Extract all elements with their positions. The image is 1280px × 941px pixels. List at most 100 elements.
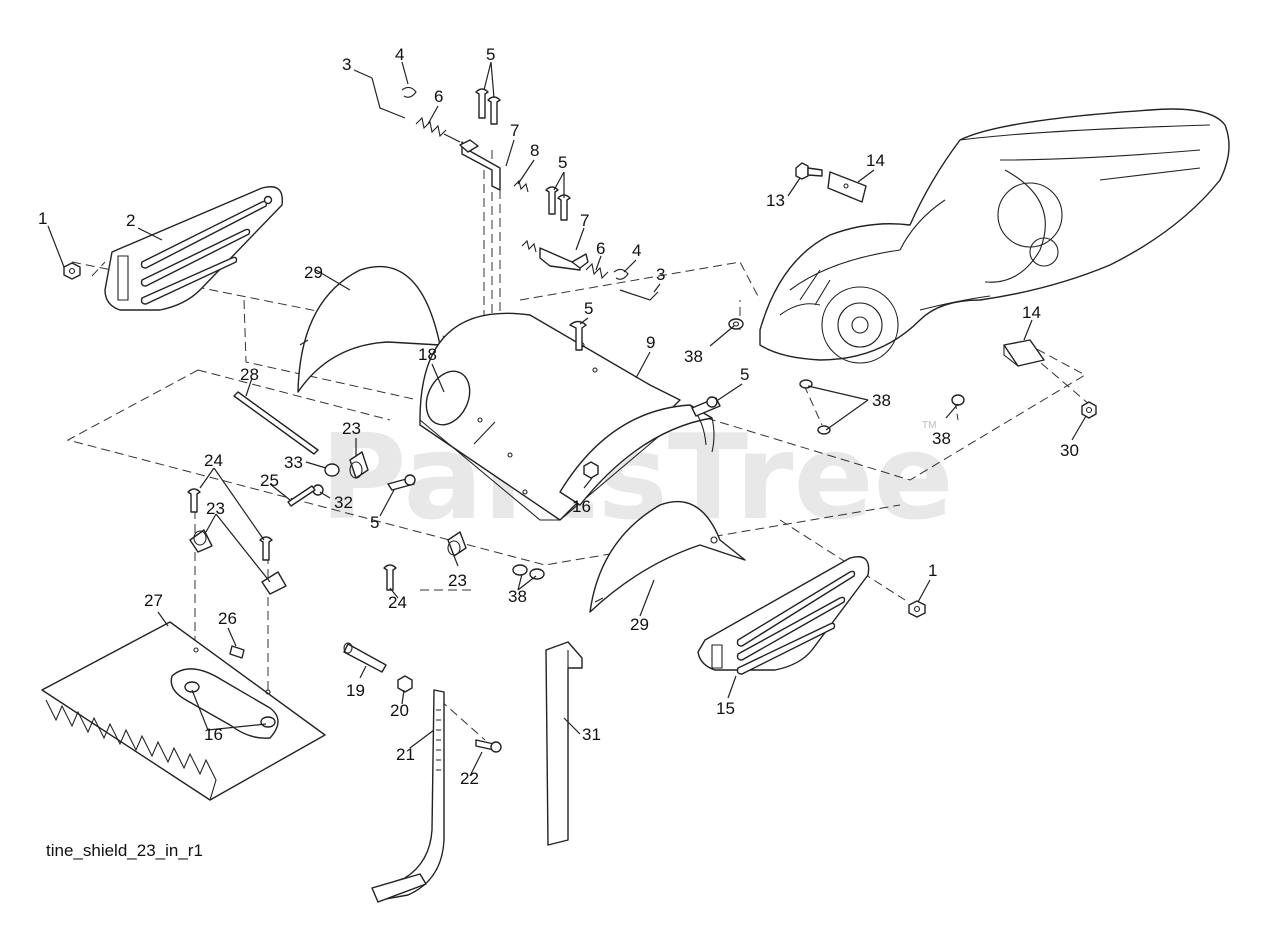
callout-5: 5 (370, 513, 379, 532)
clip-4-right (613, 268, 629, 280)
carriage-bolt-24-a (187, 488, 201, 513)
depth-bar-21 (371, 689, 445, 903)
washer-38-a (728, 318, 744, 330)
washer-38-c (817, 425, 831, 435)
callout-5: 5 (558, 153, 567, 172)
callout-26: 26 (218, 609, 237, 628)
hex-nut-left (63, 262, 81, 280)
callout-23: 23 (448, 571, 467, 590)
bolt-13 (795, 162, 823, 180)
callout-33: 33 (284, 453, 303, 472)
spring-6-left (415, 116, 461, 143)
washers-38-lower (512, 564, 545, 580)
callout-22: 22 (460, 769, 479, 788)
callout-3: 3 (656, 265, 665, 284)
carriage-bolt-5-top (475, 88, 501, 125)
callout-23: 23 (342, 419, 361, 438)
callout-27: 27 (144, 591, 163, 610)
leader-lines (47, 61, 1087, 777)
rod-3-left (371, 77, 406, 119)
callout-38: 38 (872, 391, 891, 410)
watermark-trademark: TM (922, 420, 936, 431)
callout-1: 1 (38, 209, 47, 228)
callout-8: 8 (530, 141, 539, 160)
callout-15: 15 (716, 699, 735, 718)
hex-nut-right (908, 600, 926, 618)
pin-19 (343, 642, 387, 673)
callout-7: 7 (510, 121, 519, 140)
carriage-bolt-5-hood (569, 320, 587, 351)
callout-6: 6 (434, 87, 443, 106)
callout-21: 21 (396, 745, 415, 764)
pin-25 (287, 485, 316, 507)
callout-labels: 1 2 3 4 5 6 7 8 5 7 6 4 3 5 9 5 13 14 14… (38, 45, 1079, 788)
callout-13: 13 (766, 191, 785, 210)
callout-31: 31 (582, 725, 601, 744)
callout-6: 6 (596, 239, 605, 258)
washer-33 (324, 463, 340, 477)
diagram-caption: tine_shield_23_in_r1 (46, 841, 203, 860)
nut-16-hood (583, 461, 599, 479)
spring-6-right (585, 262, 609, 280)
callout-23: 23 (206, 499, 225, 518)
post-31 (545, 641, 583, 846)
rod-28 (233, 391, 319, 455)
callout-5: 5 (486, 45, 495, 64)
callout-5: 5 (584, 299, 593, 318)
callout-4: 4 (395, 45, 404, 64)
callout-29: 29 (304, 263, 323, 282)
callout-29: 29 (630, 615, 649, 634)
callout-38: 38 (508, 587, 527, 606)
bracket-23-a (349, 451, 369, 479)
bolt-22 (475, 739, 502, 753)
callout-32: 32 (334, 493, 353, 512)
bolt-24-lower (383, 564, 397, 591)
callout-2: 2 (126, 211, 135, 230)
callout-38: 38 (932, 429, 951, 448)
callout-25: 25 (260, 471, 279, 490)
callout-20: 20 (390, 701, 409, 720)
callout-14: 14 (1022, 303, 1041, 322)
callout-30: 30 (1060, 441, 1079, 460)
bracket-23-lower (447, 531, 467, 557)
callout-18: 18 (418, 345, 437, 364)
callout-5: 5 (740, 365, 749, 384)
carriage-bolt-5-right (691, 396, 721, 417)
bracket-23-c-left (261, 571, 287, 595)
callout-19: 19 (346, 681, 365, 700)
rod-3-right (619, 289, 659, 301)
clip-4-left (401, 86, 417, 98)
callout-38: 38 (684, 347, 703, 366)
bracket-23-b (189, 529, 213, 553)
carriage-bolt-24-b (259, 536, 273, 561)
tine-tray (41, 621, 326, 801)
bracket-7-left (459, 139, 501, 191)
right-side-plate (697, 556, 870, 675)
callout-14: 14 (866, 151, 885, 170)
nut-20 (397, 675, 413, 693)
callout-7: 7 (580, 211, 589, 230)
bracket-7-right (539, 247, 589, 271)
callout-1: 1 (928, 561, 937, 580)
callout-3: 3 (342, 55, 351, 74)
left-tine-shield (297, 265, 441, 393)
nut-30 (1081, 401, 1097, 419)
callout-28: 28 (240, 365, 259, 384)
callout-24: 24 (204, 451, 223, 470)
spring-8 (513, 179, 537, 253)
tiller-transmission (759, 108, 1230, 364)
right-tine-shield (589, 500, 746, 613)
callout-16: 16 (204, 725, 223, 744)
bolt-5-lower-left (387, 474, 416, 491)
washer-38-d (951, 394, 965, 406)
main-hood (419, 312, 691, 521)
callout-9: 9 (646, 333, 655, 352)
carriage-bolt-5-mid (545, 186, 571, 221)
callout-16: 16 (572, 497, 591, 516)
left-side-plate (104, 186, 284, 311)
bracket-14-top (827, 171, 867, 203)
callout-24: 24 (388, 593, 407, 612)
bracket-14-right (1003, 339, 1045, 367)
callout-4: 4 (632, 241, 641, 260)
